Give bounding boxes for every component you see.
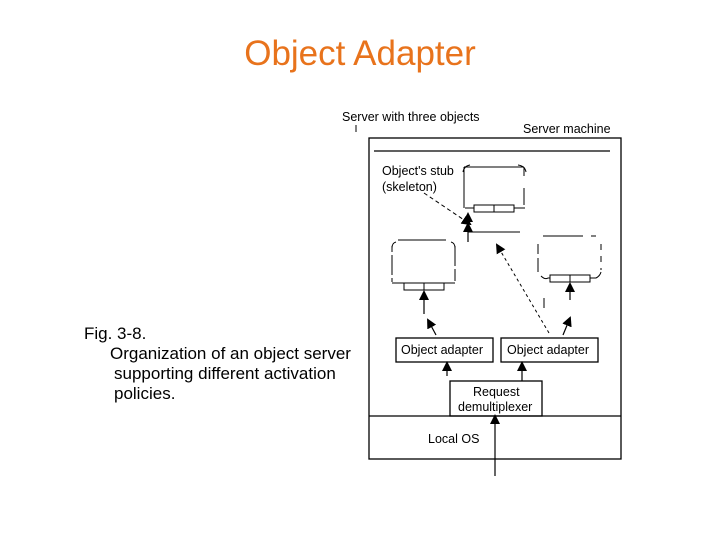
figure-description: Organization of an object server support… [110, 344, 351, 403]
arrow-left-adapter-up [427, 318, 437, 336]
server-machine-label: Server machine [523, 122, 611, 136]
slide-title: Object Adapter [244, 34, 476, 73]
object-top [462, 164, 527, 242]
object-adapter-right-box [500, 337, 599, 363]
object-adapter-right-label: Object adapter [507, 343, 589, 357]
figure-number: Fig. 3-8. [84, 324, 147, 343]
stub-label-line2: (skeleton) [382, 180, 437, 194]
stub-label-line1: Object's stub [382, 164, 454, 178]
server-with-three-objects-label: Server with three objects [342, 110, 480, 124]
request-demultiplexer-box [449, 380, 543, 417]
figure-caption: Fig. 3-8. Organization of an object serv… [84, 324, 354, 404]
arrow-right-adapter-to-top-object [495, 243, 550, 334]
local-os-label: Local OS [428, 432, 479, 446]
arrow-stub-label-to-skeleton [423, 192, 472, 226]
object-adapter-left-label: Object adapter [401, 343, 483, 357]
demux-label-line1: Request [473, 385, 520, 399]
object-right [537, 235, 602, 308]
demux-label-line2: demultiplexer [458, 400, 532, 414]
arrow-right-adapter-up [562, 316, 572, 336]
object-left [391, 239, 456, 291]
